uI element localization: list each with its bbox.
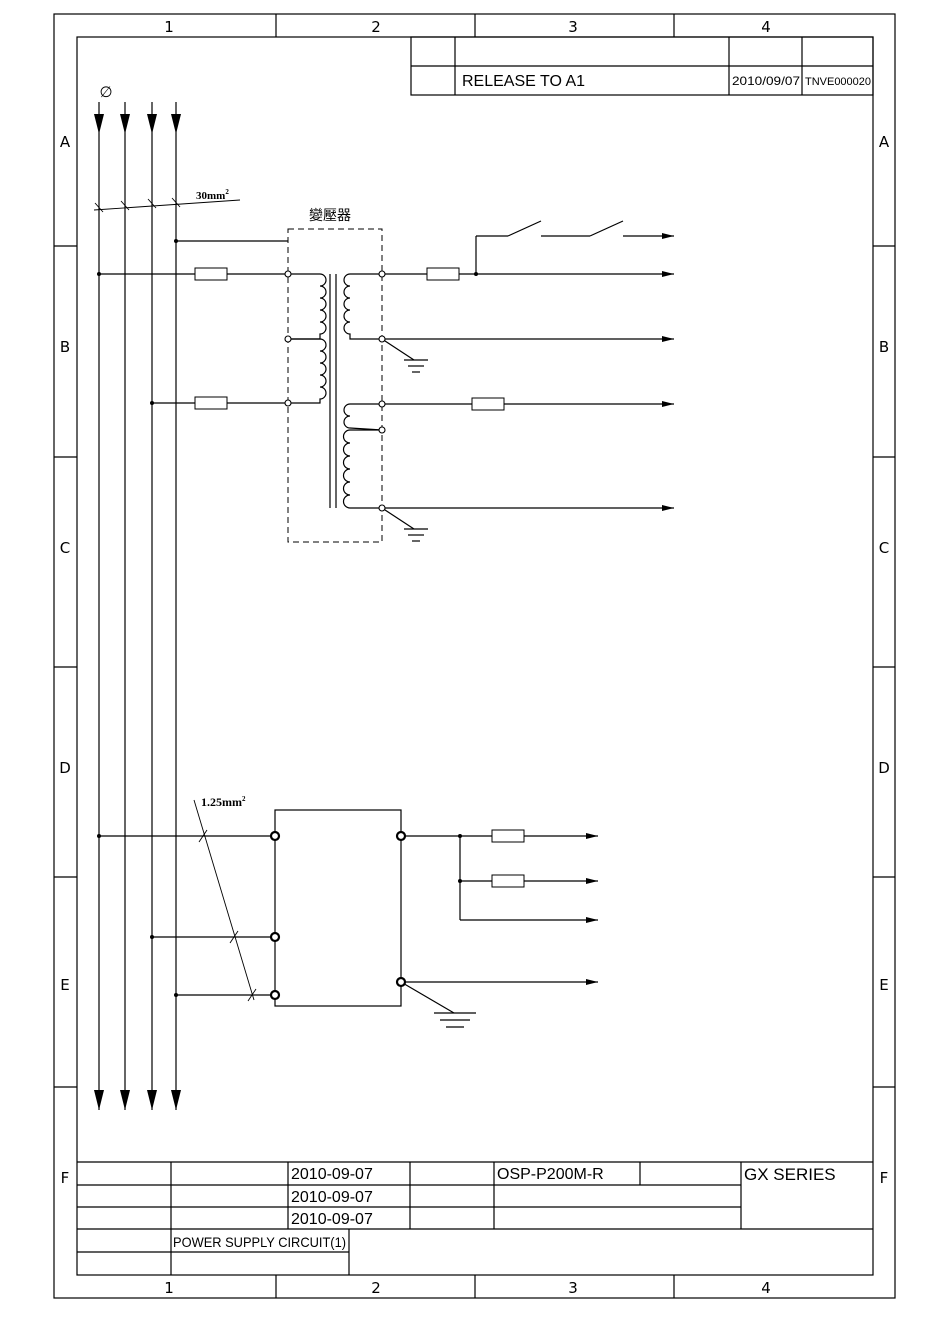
fuse-secondary-2 bbox=[472, 398, 504, 410]
title-date-1: 2010-09-07 bbox=[291, 1166, 373, 1183]
title-series: GX SERIES bbox=[744, 1165, 836, 1184]
zone-row-b-right: B bbox=[879, 338, 889, 356]
zone-col-1-bottom: 1 bbox=[164, 1279, 174, 1297]
secondary-winding-3 bbox=[344, 430, 382, 508]
fuse-primary-2 bbox=[195, 397, 227, 409]
zone-row-c-right: C bbox=[879, 539, 889, 557]
secondary-winding-2 bbox=[344, 404, 382, 430]
transformer-label: 變壓器 bbox=[309, 207, 351, 223]
revision-number: TNVE000020 bbox=[805, 76, 871, 88]
transformer bbox=[288, 229, 382, 542]
power-supply-box bbox=[275, 810, 401, 1006]
zone-row-c-left: C bbox=[60, 539, 70, 557]
zone-col-1-top: 1 bbox=[164, 18, 174, 36]
zone-row-f-left: F bbox=[61, 1169, 70, 1187]
zone-col-2-bottom: 2 bbox=[371, 1279, 381, 1297]
title-date-3: 2010-09-07 bbox=[291, 1211, 373, 1228]
title-model: OSP-P200M-R bbox=[497, 1166, 604, 1183]
zone-row-a-right: A bbox=[879, 133, 890, 151]
fuse-supply-1 bbox=[492, 830, 524, 842]
main-bus bbox=[94, 102, 240, 1110]
zone-row-f-right: F bbox=[880, 1169, 889, 1187]
drawing-title: POWER SUPPLY CIRCUIT(1) bbox=[173, 1234, 346, 1250]
switch-contact-2 bbox=[590, 221, 623, 236]
primary-winding-lower bbox=[288, 339, 326, 403]
phase-symbol: ∅ bbox=[99, 84, 112, 101]
transformer-enclosure bbox=[288, 229, 382, 542]
supply-wire-size-label: 1.25mm2 bbox=[201, 795, 246, 809]
power-supply-unit bbox=[97, 800, 598, 1027]
zone-row-d-left: D bbox=[59, 759, 71, 777]
secondary-winding-1 bbox=[344, 274, 382, 339]
zone-row-a-left: A bbox=[60, 133, 71, 151]
main-wire-size-label: 30mm2 bbox=[196, 188, 229, 202]
primary-feeds bbox=[97, 239, 291, 409]
zone-row-e-left: E bbox=[60, 976, 69, 994]
secondary-outputs bbox=[379, 221, 674, 541]
revision-description: RELEASE TO A1 bbox=[462, 73, 585, 90]
zone-row-b-left: B bbox=[60, 338, 70, 356]
zone-col-4-top: 4 bbox=[761, 18, 771, 36]
zone-col-3-top: 3 bbox=[568, 18, 578, 36]
fuse-supply-2 bbox=[492, 875, 524, 887]
title-date-2: 2010-09-07 bbox=[291, 1189, 373, 1206]
revision-date: 2010/09/07 bbox=[732, 74, 800, 88]
zone-col-3-bottom: 3 bbox=[568, 1279, 578, 1297]
zone-col-2-top: 2 bbox=[371, 18, 381, 36]
switch-contact-1 bbox=[508, 221, 541, 236]
zone-col-4-bottom: 4 bbox=[761, 1279, 771, 1297]
fuse-primary-1 bbox=[195, 268, 227, 280]
zone-row-d-right: D bbox=[878, 759, 890, 777]
primary-winding-upper bbox=[288, 274, 326, 339]
zone-row-e-right: E bbox=[879, 976, 888, 994]
fuse-secondary-1 bbox=[427, 268, 459, 280]
